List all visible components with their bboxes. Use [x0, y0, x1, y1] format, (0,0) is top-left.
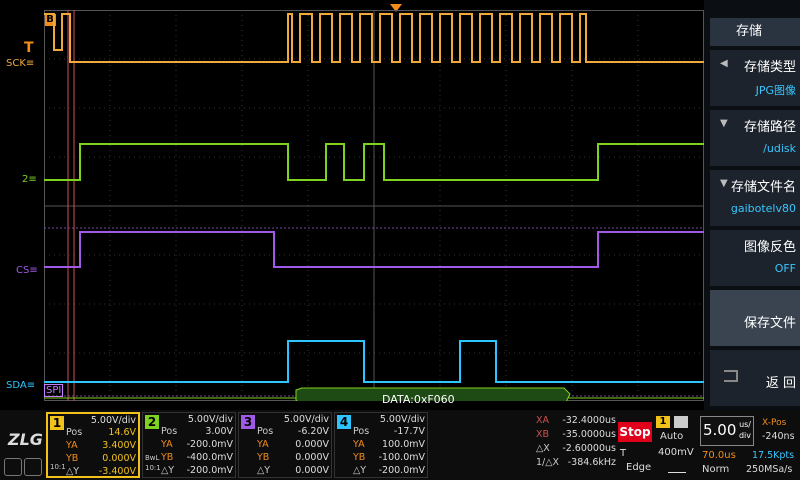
- decode-label: SPI: [44, 384, 64, 397]
- trigger-type-label: T: [620, 448, 627, 459]
- timebase-panel[interactable]: 5.00 us/ div X-Pos -240ns 70.0us 17.5Kpt…: [700, 414, 800, 478]
- side-menu: 存储 ◀ 存储类型 JPG图像 ▼ 存储路径 /udisk ▼ 存储文件名 ga…: [704, 0, 800, 410]
- trigger-source: 1: [656, 416, 670, 428]
- trigger-coupling-icon: [674, 416, 688, 428]
- chevron-down-icon: ▼: [720, 178, 728, 189]
- xpos-label: X-Pos: [762, 418, 787, 428]
- channel-2-number: 2: [145, 415, 159, 429]
- timebase-scale[interactable]: 5.00 us/ div: [700, 416, 754, 446]
- decode-bus-segment: [295, 387, 571, 401]
- channel-1-number: 1: [50, 416, 64, 430]
- acquire-mode: Norm: [702, 464, 730, 475]
- trigger-edge: Edge: [626, 462, 652, 473]
- trigger-position-marker: [390, 4, 402, 12]
- sample-rate: 250MSa/s: [746, 464, 793, 475]
- menu-title: 存储: [710, 18, 800, 46]
- waveform-screen[interactable]: B T SCK≡ 2≡ CS≡ SDA≡: [0, 0, 704, 410]
- channel-label-sck: SCK≡: [6, 58, 35, 69]
- waveform-sda: [44, 340, 704, 383]
- menu-item-save-type[interactable]: ◀ 存储类型 JPG图像: [710, 50, 800, 106]
- xpos-value: -240ns: [762, 431, 795, 442]
- menu-item-save-file[interactable]: 保存文件: [710, 290, 800, 346]
- run-stop-button[interactable]: Stop: [618, 422, 652, 442]
- back-icon: [724, 370, 738, 382]
- logo-mark-icon: ZLG: [8, 430, 43, 449]
- channel-label-sda: SDA≡: [6, 380, 36, 391]
- waveform-plot: [44, 10, 704, 401]
- chevron-left-icon: ◀: [720, 58, 728, 69]
- brand-logo: ZLG: [4, 416, 43, 476]
- record-points: 17.5Kpts: [752, 450, 795, 461]
- channel-3-number: 3: [241, 415, 255, 429]
- record-time: 70.0us: [702, 450, 736, 461]
- waveform-cs: [44, 231, 704, 268]
- waveform-sck: [44, 13, 704, 63]
- chevron-down-icon: ▼: [720, 118, 728, 129]
- waveform-ch2: [44, 143, 704, 181]
- menu-item-invert[interactable]: 图像反色 OFF: [710, 230, 800, 286]
- channel-label-cs: CS≡: [16, 265, 38, 276]
- channel-4-number: 4: [337, 415, 351, 429]
- search-icon[interactable]: [4, 458, 22, 476]
- screenshot-icon[interactable]: [24, 458, 42, 476]
- menu-item-file-name[interactable]: ▼ 存储文件名 gaibotelv80: [710, 170, 800, 226]
- cursor-readout[interactable]: XA-32.4000us XB-35.0000us △X-2.60000us 1…: [536, 415, 616, 468]
- trigger-panel[interactable]: Stop 1 Auto T 400mV Edge: [618, 414, 698, 478]
- menu-item-save-path[interactable]: ▼ 存储路径 /udisk: [710, 110, 800, 166]
- decode-value: DATA:0xF060: [382, 393, 455, 406]
- channel-label-2: 2≡: [22, 174, 37, 185]
- trigger-level-marker: T: [24, 40, 34, 56]
- trigger-mode: Auto: [660, 431, 684, 442]
- trigger-level: 400mV: [658, 447, 694, 458]
- rising-edge-icon: [668, 464, 686, 473]
- menu-item-back[interactable]: 返 回: [710, 350, 800, 406]
